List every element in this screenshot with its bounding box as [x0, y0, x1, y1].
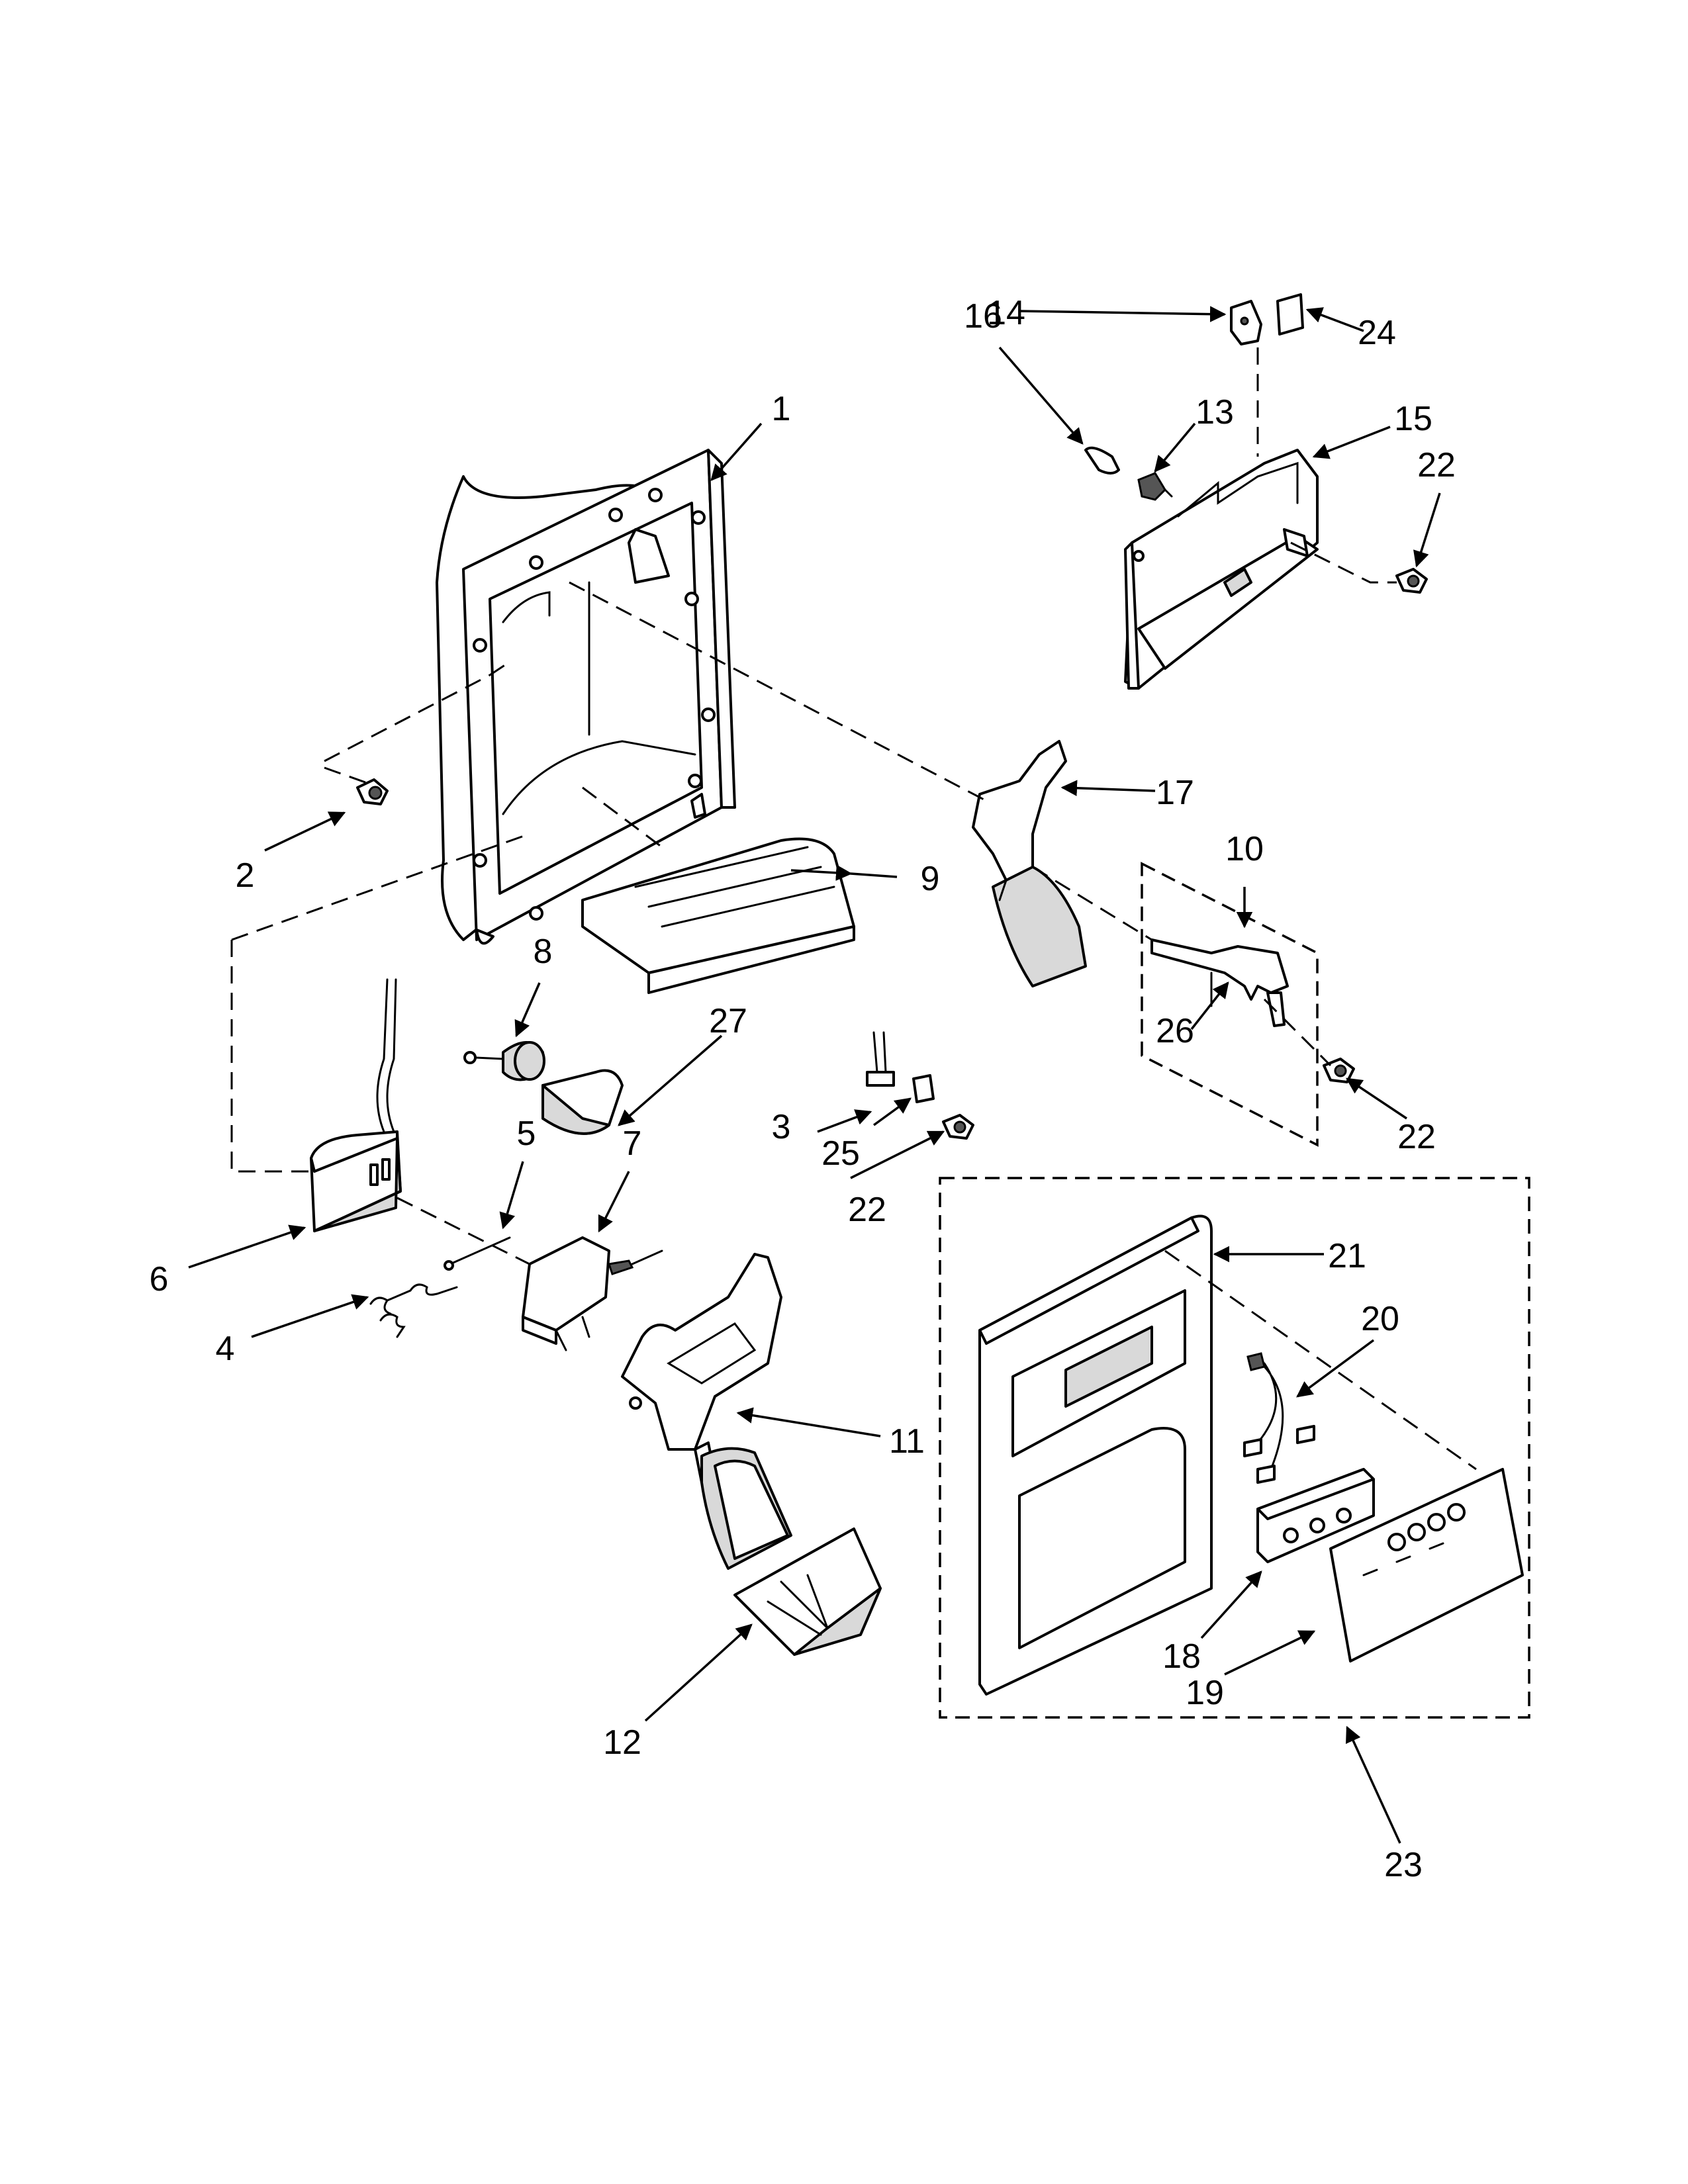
group-box-23 [939, 1177, 1530, 1719]
leader-lines [188, 306, 1441, 1844]
callout-22-right: 22 [1397, 1118, 1436, 1156]
part-19-overlay [1329, 1468, 1524, 1662]
callout-13: 13 [1196, 393, 1234, 432]
assembly-lines [230, 347, 1477, 1471]
callout-19: 19 [1186, 1674, 1224, 1712]
part-4-springs [369, 1283, 458, 1338]
callout-17: 17 [1156, 774, 1194, 812]
callout-10: 10 [1225, 830, 1264, 868]
part-18-control-board [1256, 1468, 1375, 1563]
part-12-ice-funnel [733, 1527, 882, 1656]
callout-22-mid: 22 [848, 1191, 886, 1229]
part-24-insulator [1276, 293, 1304, 336]
group-box-10 [1141, 862, 1319, 1147]
callout-25: 25 [821, 1134, 860, 1173]
part-9-drip-tray [581, 837, 855, 994]
part-11-actuator-arm [621, 1253, 792, 1570]
callout-27: 27 [709, 1002, 747, 1040]
part-3-switch [866, 1031, 895, 1087]
part-1-dispenser-housing [436, 449, 736, 945]
callout-21: 21 [1328, 1237, 1366, 1275]
callout-1: 1 [772, 390, 791, 428]
part-16-lamp [1084, 446, 1120, 475]
part-20-wire-harness [1243, 1352, 1315, 1484]
callout-9: 9 [921, 860, 940, 898]
callout-20: 20 [1361, 1300, 1399, 1338]
part-25-spacer [912, 1074, 935, 1103]
callout-2: 2 [236, 856, 255, 895]
callout-6: 6 [150, 1260, 169, 1298]
callout-7: 7 [623, 1124, 642, 1163]
callout-11: 11 [889, 1422, 925, 1461]
part-22-screw-right [1323, 1058, 1355, 1083]
part-22-screw-top [1395, 568, 1428, 594]
part-14-microswitch [1230, 300, 1262, 345]
callout-labels: 1 2 3 4 5 6 7 8 9 10 11 12 13 14 15 16 1… [150, 294, 1456, 1884]
callout-16: 16 [964, 297, 1002, 336]
callout-12: 12 [603, 1723, 641, 1762]
callout-14: 14 [987, 294, 1025, 332]
callout-26: 26 [1156, 1012, 1194, 1050]
callout-18: 18 [1162, 1637, 1201, 1676]
part-26-actuator [1150, 938, 1289, 1027]
part-6-control-box [310, 978, 402, 1232]
callout-8: 8 [534, 933, 553, 971]
part-5-pivot-rod [444, 1236, 511, 1271]
part-2-screw [356, 778, 389, 805]
part-13-lamp-socket [1137, 472, 1173, 501]
callout-3: 3 [772, 1108, 791, 1146]
callout-4: 4 [216, 1330, 235, 1368]
part-7-actuator-bracket [522, 1236, 663, 1351]
callout-23: 23 [1384, 1846, 1423, 1884]
part-17-lever [972, 740, 1087, 987]
part-15-upper-housing [1124, 449, 1319, 690]
part-22-screw-mid [942, 1114, 974, 1140]
part-21-front-panel [978, 1214, 1213, 1696]
part-8-solenoid [463, 1041, 545, 1081]
callout-15: 15 [1394, 400, 1432, 438]
part-27-cover [541, 1069, 624, 1135]
callout-5: 5 [517, 1115, 536, 1153]
callout-24: 24 [1358, 314, 1396, 352]
callout-22-top: 22 [1417, 446, 1456, 484]
